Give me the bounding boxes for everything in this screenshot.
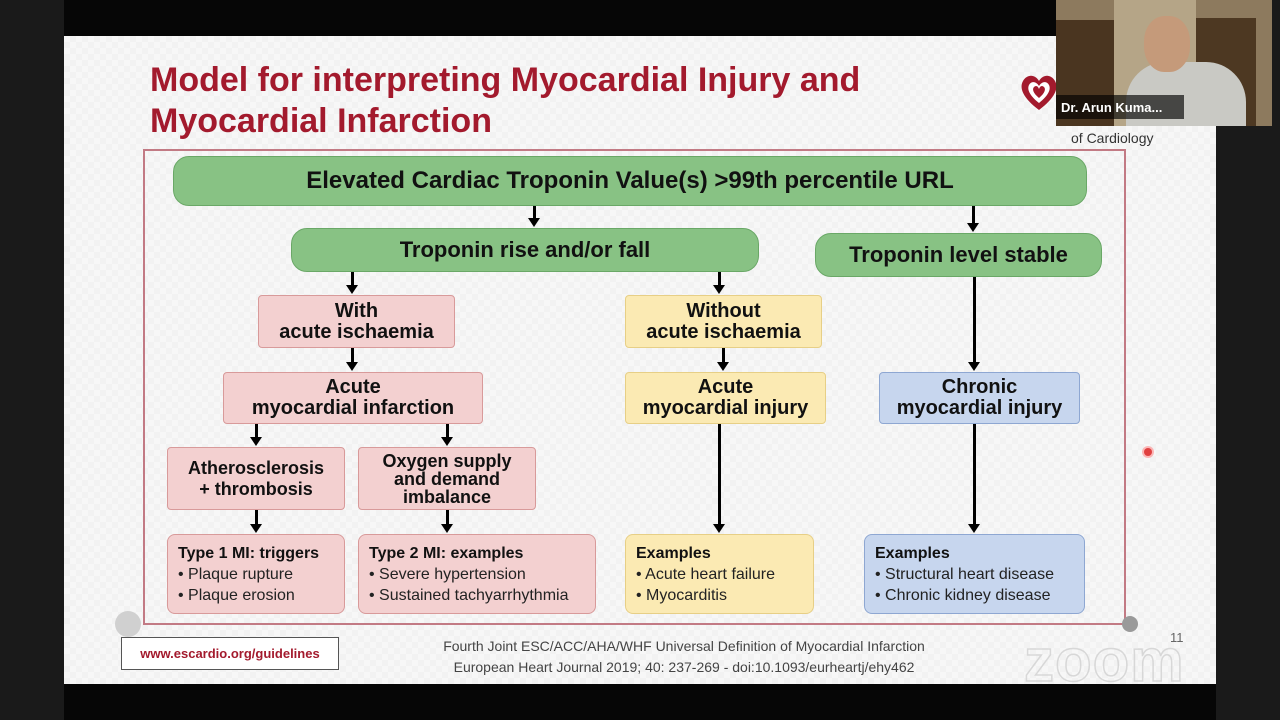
chronic-injury-line-1: Chronic (941, 376, 1018, 398)
type1-heading: Type 1 MI: triggers (178, 545, 320, 562)
acute-mi-line-1: Acute (325, 376, 381, 398)
atherosclerosis-line-2: + thrombosis (199, 478, 313, 499)
chronic-myocardial-injury-node: Chronic myocardial injury (879, 372, 1080, 424)
acute-examples-box: Examples • Acute heart failure • Myocard… (625, 534, 814, 614)
arrow-without-to-acute-injury (717, 348, 729, 371)
zoom-watermark: zoom (1023, 626, 1185, 695)
with-acute-ischaemia-node: With acute ischaemia (258, 295, 455, 348)
with-acute-ischaemia-line-2: acute ischaemia (279, 320, 434, 343)
troponin-stable-label: Troponin level stable (849, 242, 1068, 267)
chronic-examples-item-1: • Structural heart disease (875, 566, 1055, 583)
acute-injury-line-1: Acute (697, 376, 754, 398)
elevated-troponin-node: Elevated Cardiac Troponin Value(s) >99th… (173, 156, 1087, 206)
oxygen-line-1: Oxygen supply (382, 450, 512, 471)
type2-mi-box: Type 2 MI: examples • Severe hypertensio… (358, 534, 596, 614)
bottom-letterbox (64, 684, 1216, 720)
without-acute-ischaemia-line-2: acute ischaemia (646, 320, 801, 343)
arrow-oxygen-to-type2 (441, 510, 453, 533)
atherosclerosis-node: Atherosclerosis + thrombosis (167, 447, 345, 510)
slide-title: Model for interpreting Myocardial Injury… (150, 60, 1050, 142)
chronic-examples-item-2: • Chronic kidney disease (875, 587, 1051, 604)
escardio-url-text: www.escardio.org/guidelines (140, 646, 320, 661)
arrow-top-to-stable (967, 206, 979, 232)
participant-name-label: Dr. Arun Kuma... (1056, 95, 1184, 119)
type2-item-2: • Sustained tachyarrhythmia (369, 587, 569, 604)
without-acute-ischaemia-line-1: Without (686, 299, 761, 322)
reference-line-1: Fourth Joint ESC/ACC/AHA/WHF Universal D… (443, 638, 925, 654)
troponin-rise-fall-node: Troponin rise and/or fall (291, 228, 759, 272)
with-acute-ischaemia-line-1: With (334, 299, 379, 322)
escardio-url: www.escardio.org/guidelines (121, 637, 339, 670)
oxygen-line-2: and demand (393, 468, 500, 489)
acute-examples-item-2: • Myocarditis (636, 587, 727, 604)
type2-heading: Type 2 MI: examples (369, 545, 524, 562)
acute-mi-line-2: myocardial infarction (251, 397, 455, 419)
acute-injury-line-2: myocardial injury (642, 397, 809, 419)
elevated-troponin-label: Elevated Cardiac Troponin Value(s) >99th… (306, 167, 954, 194)
arrow-chronic-to-examples (968, 424, 980, 533)
troponin-stable-node: Troponin level stable (815, 233, 1102, 277)
flowchart-frame (143, 149, 1126, 625)
type1-mi-box: Type 1 MI: triggers • Plaque rupture • P… (167, 534, 345, 614)
acute-examples-item-1: • Acute heart failure (636, 566, 776, 583)
shared-slide: Model for interpreting Myocardial Injury… (64, 36, 1216, 695)
acute-myocardial-injury-node: Acute myocardial injury (625, 372, 826, 424)
arrow-top-to-rise (528, 206, 540, 227)
left-letterbox (0, 0, 64, 720)
oxygen-imbalance-node: Oxygen supply and demand imbalance (358, 447, 536, 510)
acute-examples-heading: Examples (636, 545, 711, 562)
reference-line-2: European Heart Journal 2019; 40: 237-269… (453, 659, 915, 675)
arrow-acute-mi-to-athero (250, 424, 262, 446)
chronic-examples-heading: Examples (875, 545, 950, 562)
esc-heart-logo-icon (1021, 75, 1057, 110)
without-acute-ischaemia-node: Without acute ischaemia (625, 295, 822, 348)
laser-pointer-dot (1144, 448, 1152, 456)
arrow-acute-mi-to-oxygen (441, 424, 453, 446)
slide-title-line-2: Myocardial Infarction (150, 102, 492, 140)
atherosclerosis-line-1: Atherosclerosis (187, 457, 325, 478)
chronic-examples-box: Examples • Structural heart disease • Ch… (864, 534, 1085, 614)
arrow-with-to-acute-mi (346, 348, 358, 371)
oxygen-line-3: imbalance (402, 486, 492, 507)
type1-item-2: • Plaque erosion (178, 587, 295, 604)
participant-video-tile[interactable]: Dr. Arun Kuma... (1056, 0, 1272, 126)
troponin-rise-fall-label: Troponin rise and/or fall (399, 237, 651, 262)
chronic-injury-line-2: myocardial injury (896, 397, 1063, 419)
arrow-athero-to-type1 (250, 510, 262, 533)
arrow-acute-injury-to-examples (713, 424, 725, 533)
slide-nav-dot-left (115, 611, 141, 637)
type1-item-1: • Plaque rupture (178, 566, 294, 583)
slide-nav-dot-right (1122, 616, 1138, 632)
org-name-text: of Cardiology (1071, 130, 1154, 146)
top-letterbox (64, 0, 1216, 36)
slide-title-line-1: Model for interpreting Myocardial Injury… (150, 61, 861, 99)
participant-head (1144, 16, 1190, 72)
arrow-rise-to-without (713, 272, 725, 294)
arrow-rise-to-with (346, 272, 358, 294)
type2-item-1: • Severe hypertension (369, 566, 526, 583)
page-number: 11 (1170, 630, 1184, 645)
acute-mi-node: Acute myocardial infarction (223, 372, 483, 424)
arrow-stable-to-chronic (968, 277, 980, 371)
